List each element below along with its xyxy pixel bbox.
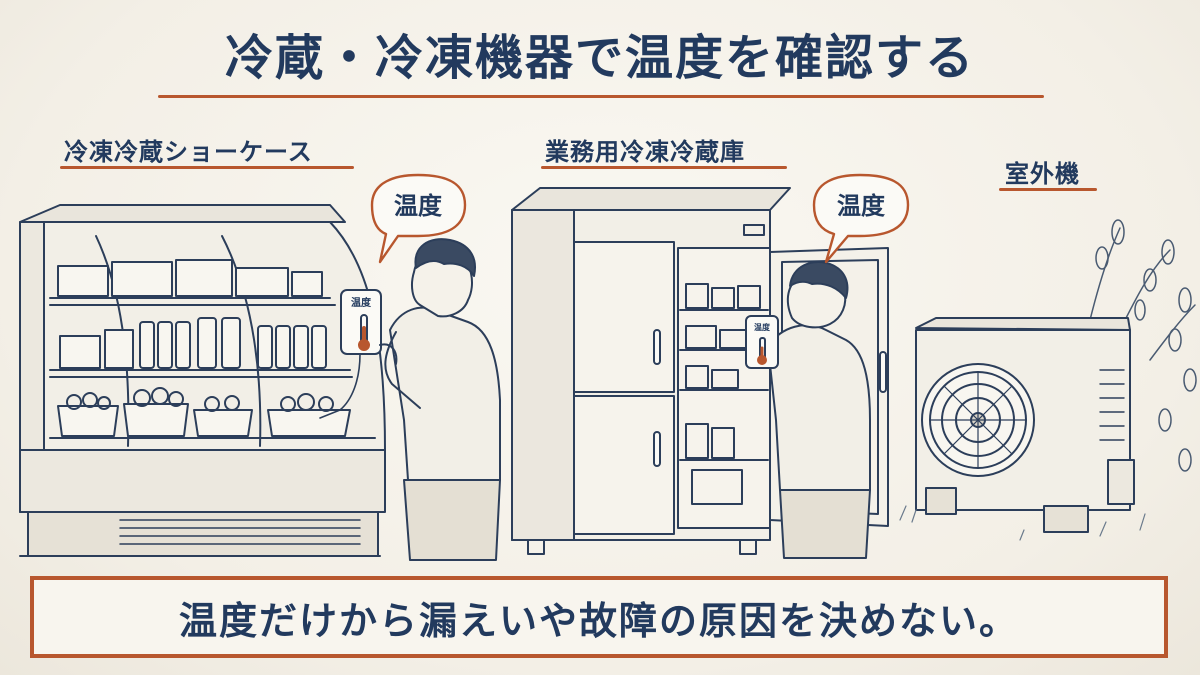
showcase-label: 冷凍冷蔵ショーケース (64, 138, 313, 166)
outdoor-unit-label: 室外機 (1005, 160, 1080, 188)
speech-bubble-right: 温度 (812, 173, 910, 264)
speech-bubble-left-text: 温度 (394, 192, 443, 220)
outdoor-unit-illustration (899, 219, 1197, 541)
showcase-label-underline (60, 166, 354, 169)
person-left-illustration (319, 238, 501, 561)
caution-text: 温度だけから漏えいや故障の原因を決めない。 (178, 598, 1019, 643)
speech-bubble-right-text: 温度 (837, 192, 886, 220)
outdoor-unit-label-underline (999, 188, 1097, 191)
person-right-illustration (745, 261, 871, 559)
showcase-illustration (19, 204, 386, 557)
refrigerator-label-underline (541, 166, 787, 169)
refrigerator-label: 業務用冷凍冷蔵庫 (545, 138, 745, 166)
thermometer-right-label: 温度 (754, 322, 771, 332)
thermometer-left-label: 温度 (351, 296, 372, 309)
caution-box: 温度だけから漏えいや故障の原因を決めない。 (30, 576, 1168, 658)
page-title: 冷蔵・冷凍機器で温度を確認する (224, 30, 975, 86)
speech-bubble-left: 温度 (370, 173, 467, 264)
title-underline (158, 95, 1044, 98)
